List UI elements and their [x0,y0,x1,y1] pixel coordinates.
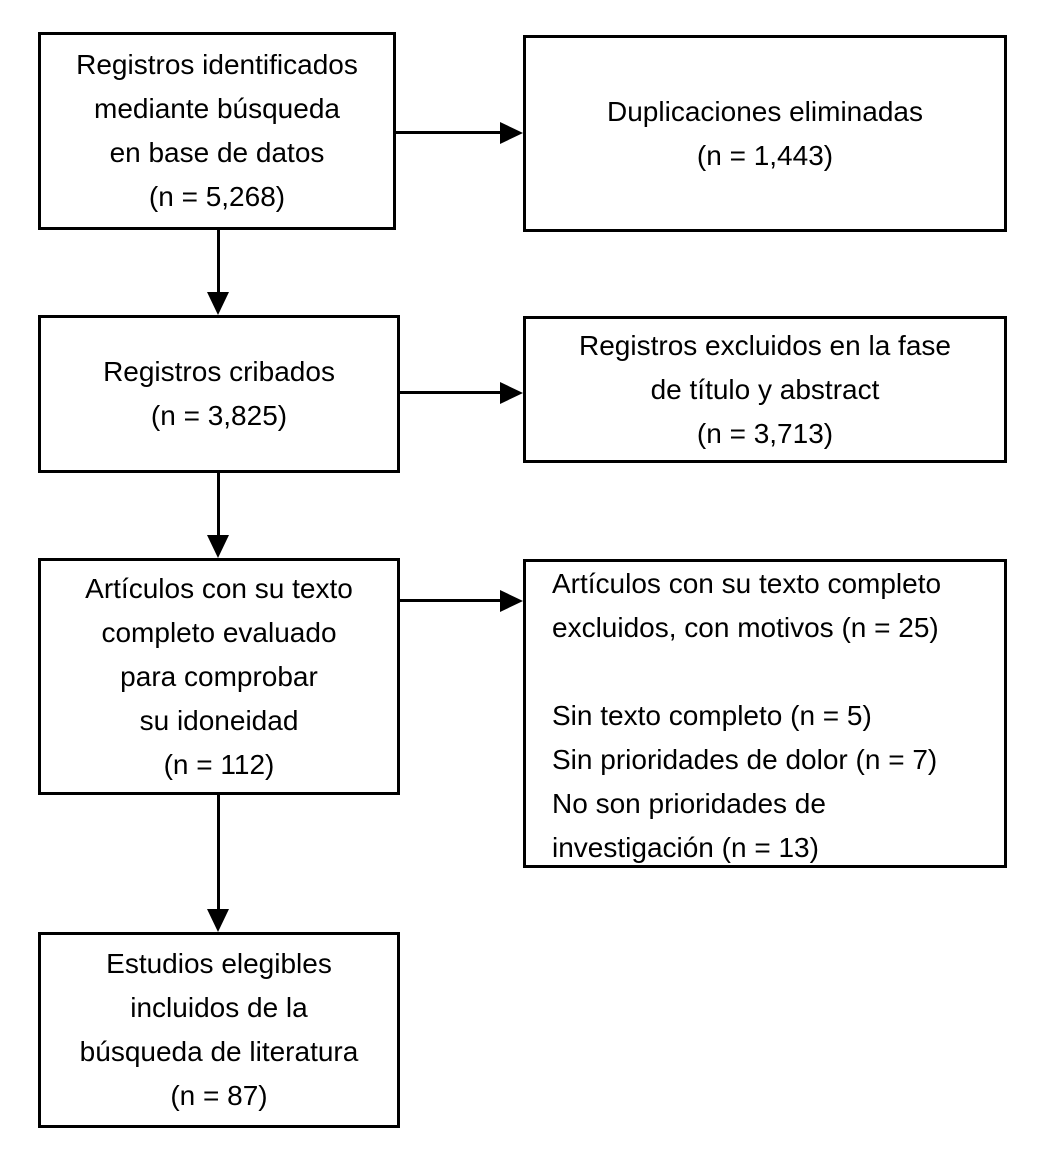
arrow-down-icon [207,909,229,932]
arrow-shaft [217,473,220,536]
arrow-right-icon [500,382,523,404]
arrow-right-icon [500,590,523,612]
node-excluded-title-abstract: Registros excluidos en la fase de título… [523,316,1007,463]
arrow-shaft [400,391,502,394]
arrow-down-icon [207,292,229,315]
arrow-down-icon [207,535,229,558]
node-records-screened: Registros cribados (n = 3,825) [38,315,400,473]
arrow-right-icon [500,122,523,144]
node-fulltext-assessed: Artículos con su texto completo evaluado… [38,558,400,795]
node-records-identified: Registros identificados mediante búsqued… [38,32,396,230]
arrow-shaft [400,599,502,602]
node-duplicates-removed: Duplicaciones eliminadas (n = 1,443) [523,35,1007,232]
arrow-shaft [217,230,220,293]
arrow-shaft [217,795,220,910]
node-fulltext-excluded: Artículos con su texto completo excluido… [523,559,1007,868]
arrow-shaft [396,131,502,134]
node-studies-included: Estudios elegibles incluidos de la búsqu… [38,932,400,1128]
